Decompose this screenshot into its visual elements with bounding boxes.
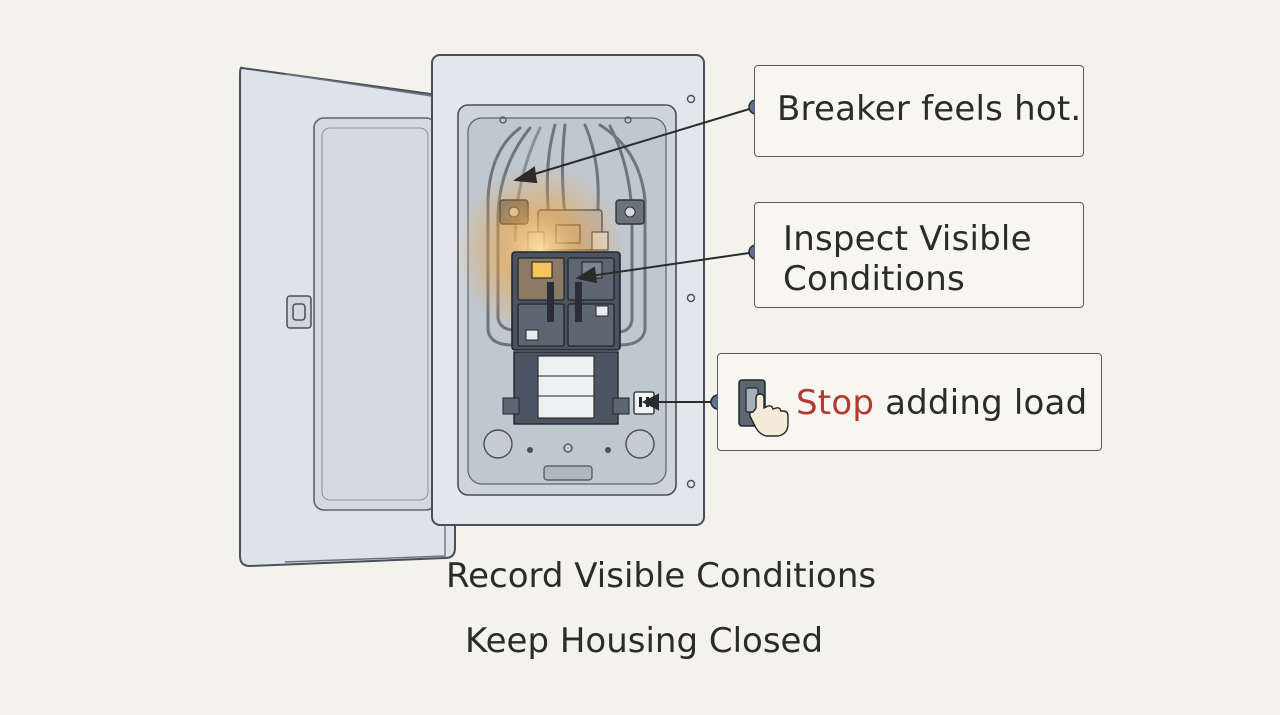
stop-rest: adding load (874, 383, 1088, 423)
callout-inspect-conditions: Inspect Visible Conditions (754, 202, 1084, 308)
breaker-bank (511, 251, 621, 351)
caption-keep-housing-closed: Keep Housing Closed (465, 621, 824, 661)
panel-lower-section (483, 351, 655, 481)
hot-breaker[interactable] (517, 257, 565, 301)
callout-breaker-hot-text: Breaker feels hot. (777, 89, 1082, 129)
callout-inspect-line-1: Inspect Visible (783, 219, 1032, 259)
door-latch-icon[interactable] (286, 295, 312, 329)
breaker-3[interactable] (517, 303, 565, 347)
switch-hand-icon (738, 379, 789, 437)
panel-door[interactable] (239, 66, 459, 568)
callout-inspect-text: Inspect Visible Conditions (783, 219, 1032, 299)
stop-word: Stop (796, 383, 875, 423)
callout-breaker-hot: Breaker feels hot. (754, 65, 1084, 157)
caption-record-conditions: Record Visible Conditions (446, 556, 877, 596)
callout-inspect-line-2: Conditions (783, 259, 965, 299)
callout-stop-text: Stop adding load (796, 383, 1087, 423)
callout-stop-load: Stop adding load (717, 353, 1102, 451)
breaker-4[interactable] (567, 303, 615, 347)
